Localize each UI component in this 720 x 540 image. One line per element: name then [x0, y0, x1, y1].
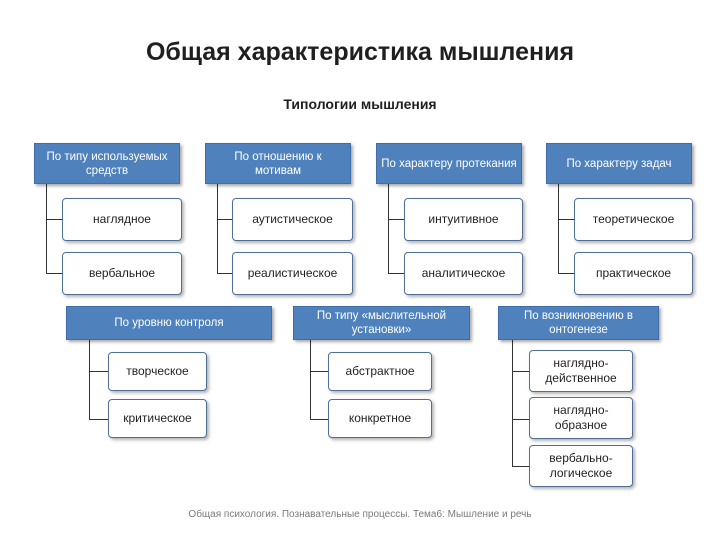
connector [388, 184, 389, 273]
connector [558, 184, 559, 273]
connector [217, 184, 218, 273]
page-title: Общая характеристика мышления [145, 38, 575, 66]
connector [46, 219, 62, 220]
connector [217, 219, 232, 220]
connector [89, 419, 108, 420]
type-box: интуитивное [404, 198, 523, 241]
type-box: абстрактное [328, 352, 432, 391]
footer-caption: Общая психология. Познавательные процесс… [188, 509, 532, 520]
category-header-mindset: По типу «мыслительной установки» [293, 306, 470, 340]
type-box: наглядно-образное [529, 397, 633, 439]
connector [512, 340, 513, 466]
category-header-tools: По типу используемых средств [34, 143, 180, 184]
connector [217, 273, 232, 274]
connector [388, 219, 404, 220]
type-box: реалистическое [232, 252, 353, 295]
type-box: теоретическое [574, 198, 693, 241]
connector [89, 340, 90, 419]
diagram-subtitle: Типологии мышления [283, 96, 437, 112]
connector [46, 273, 62, 274]
connector [558, 219, 574, 220]
category-header-ontogenesis: По возникновению в онтогенезе [498, 306, 659, 340]
connector [310, 340, 311, 419]
category-header-motives: По отношению к мотивам [205, 143, 351, 184]
type-box: наглядно-действенное [529, 350, 633, 392]
connector [310, 419, 328, 420]
type-box: аналитическое [404, 252, 523, 295]
connector [512, 419, 529, 420]
type-box: вербально-логическое [529, 445, 633, 487]
connector [512, 371, 529, 372]
connector [46, 184, 47, 273]
type-box: конкретное [328, 399, 432, 438]
category-header-tasks: По характеру задач [546, 143, 692, 184]
connector [310, 371, 328, 372]
connector [388, 273, 404, 274]
type-box: наглядное [62, 198, 182, 241]
category-header-flow: По характеру протекания [376, 143, 522, 184]
connector [512, 466, 529, 467]
connector [89, 371, 108, 372]
type-box: вербальное [62, 252, 182, 295]
type-box: критическое [108, 399, 207, 438]
connector [558, 273, 574, 274]
category-header-control: По уровню контроля [66, 306, 272, 340]
type-box: практическое [574, 252, 693, 295]
type-box: аутистическое [232, 198, 353, 241]
type-box: творческое [108, 352, 207, 391]
